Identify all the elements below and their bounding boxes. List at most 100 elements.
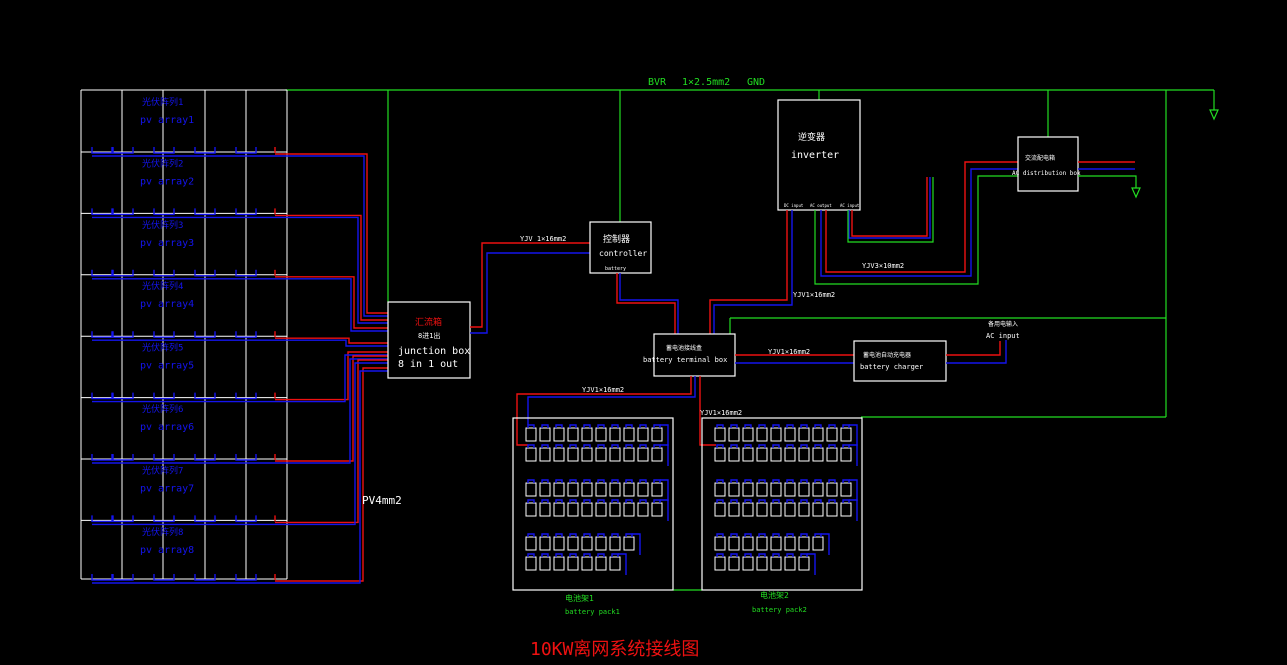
pv-negative-wire	[92, 354, 388, 403]
battery-cell	[756, 502, 768, 517]
battery-cell	[714, 482, 726, 497]
battery-cell	[609, 502, 621, 517]
battery-rack-frame	[512, 417, 674, 591]
battery-cell	[539, 502, 551, 517]
battery-series-link	[660, 499, 669, 521]
pv-array-cn: 光伏阵列1	[142, 96, 183, 108]
battery-pack2-en: battery pack2	[752, 606, 807, 614]
battery-cell	[742, 556, 754, 571]
battery-cell	[567, 482, 579, 497]
pv-positive-wire	[275, 153, 388, 314]
ground-symbol-icon	[1209, 109, 1219, 121]
battery-cell	[651, 502, 663, 517]
battery-cell	[581, 556, 593, 571]
pv-connector	[235, 574, 257, 581]
pv-positive-wire	[275, 351, 388, 401]
pv-connector	[112, 574, 134, 581]
ground-symbol-icon	[1131, 187, 1141, 199]
pv-array-en: pv array5	[140, 361, 194, 372]
diagram-title: 10KW离网系统接线图	[530, 639, 699, 660]
pv-connector	[153, 331, 175, 338]
battery-cell	[798, 427, 810, 442]
battery-cell	[784, 427, 796, 442]
battery-packs	[512, 417, 863, 591]
battery-cell	[812, 502, 824, 517]
ground-cable-spec: 1×2.5mm2	[682, 77, 730, 88]
battery-series-link	[618, 553, 627, 575]
battery-cell	[840, 502, 852, 517]
pv-connector	[91, 392, 113, 400]
cable-label-tb-inverter: YJV1×16mm2	[793, 291, 835, 299]
battery-cell	[812, 482, 824, 497]
battery-cell	[798, 482, 810, 497]
ac-distribution-en: AC distribution box	[1012, 170, 1081, 177]
battery-cell	[567, 447, 579, 462]
battery-series-link	[660, 444, 669, 466]
inverter-port-ac-out: AC output	[810, 203, 832, 208]
pv-array-cn: 光伏阵列7	[142, 464, 183, 476]
inverter-port-ac-in: AC input	[840, 203, 860, 208]
pv-connector	[235, 515, 257, 523]
pv-negative-wire	[92, 358, 388, 464]
battery-series-link	[849, 444, 858, 466]
battery-cell	[651, 482, 663, 497]
battery-cell	[623, 536, 635, 551]
junction-box-en2: 8 in 1 out	[398, 359, 458, 370]
pv-connector	[235, 208, 257, 216]
pv-connector	[235, 392, 257, 400]
pv-negative-wire	[92, 362, 388, 526]
pv-positive-wire	[275, 355, 388, 462]
battery-cell	[826, 502, 838, 517]
battery-pack	[701, 417, 863, 591]
controller-en: controller	[599, 249, 647, 258]
battery-cell	[553, 502, 565, 517]
battery-charger-cn: 蓄电池自动充电器	[863, 351, 911, 359]
pv-connector	[194, 331, 216, 338]
battery-cell	[539, 536, 551, 551]
battery-cell	[567, 427, 579, 442]
battery-cell	[770, 536, 782, 551]
battery-cell	[553, 536, 565, 551]
battery-rack-frame	[701, 417, 863, 591]
junction-box: 汇流箱 8进1出 junction box 8 in 1 out	[387, 301, 471, 379]
battery-pack1-en: battery pack1	[565, 608, 620, 616]
battery-cell	[525, 502, 537, 517]
battery-cell	[609, 482, 621, 497]
ground-label: GND	[747, 77, 765, 88]
battery-cell	[609, 556, 621, 571]
cable-label-inverter-acbox: YJV3×10mm2	[862, 262, 904, 270]
battery-cell	[798, 447, 810, 462]
battery-cell	[525, 536, 537, 551]
battery-cell	[756, 447, 768, 462]
battery-cell	[728, 536, 740, 551]
controller-port-battery: battery	[605, 266, 626, 272]
battery-cell	[623, 447, 635, 462]
battery-cell	[651, 447, 663, 462]
pv-array-en: pv array7	[140, 483, 194, 494]
battery-cell	[728, 502, 740, 517]
battery-cell	[840, 482, 852, 497]
pv-connector	[194, 392, 216, 400]
battery-series-link	[849, 499, 858, 521]
pv-positive-wire	[275, 359, 388, 524]
battery-cell	[595, 447, 607, 462]
pv-array-cn: 光伏阵列4	[142, 280, 183, 292]
battery-cell	[525, 427, 537, 442]
junction-box-en: junction box	[398, 346, 470, 357]
battery-cell	[770, 427, 782, 442]
pv-positive-wire	[275, 367, 388, 582]
battery-cell	[595, 427, 607, 442]
pv-connector	[235, 269, 257, 277]
battery-cell	[539, 447, 551, 462]
battery-cell	[525, 482, 537, 497]
pv-connector	[112, 515, 134, 523]
battery-cell	[826, 482, 838, 497]
ground-cable-label: BVR	[648, 77, 667, 88]
battery-cell	[840, 447, 852, 462]
pv-array-en: pv array8	[140, 545, 194, 556]
battery-cell	[714, 556, 726, 571]
pv-connector	[91, 331, 113, 338]
pv-connector	[91, 454, 113, 461]
